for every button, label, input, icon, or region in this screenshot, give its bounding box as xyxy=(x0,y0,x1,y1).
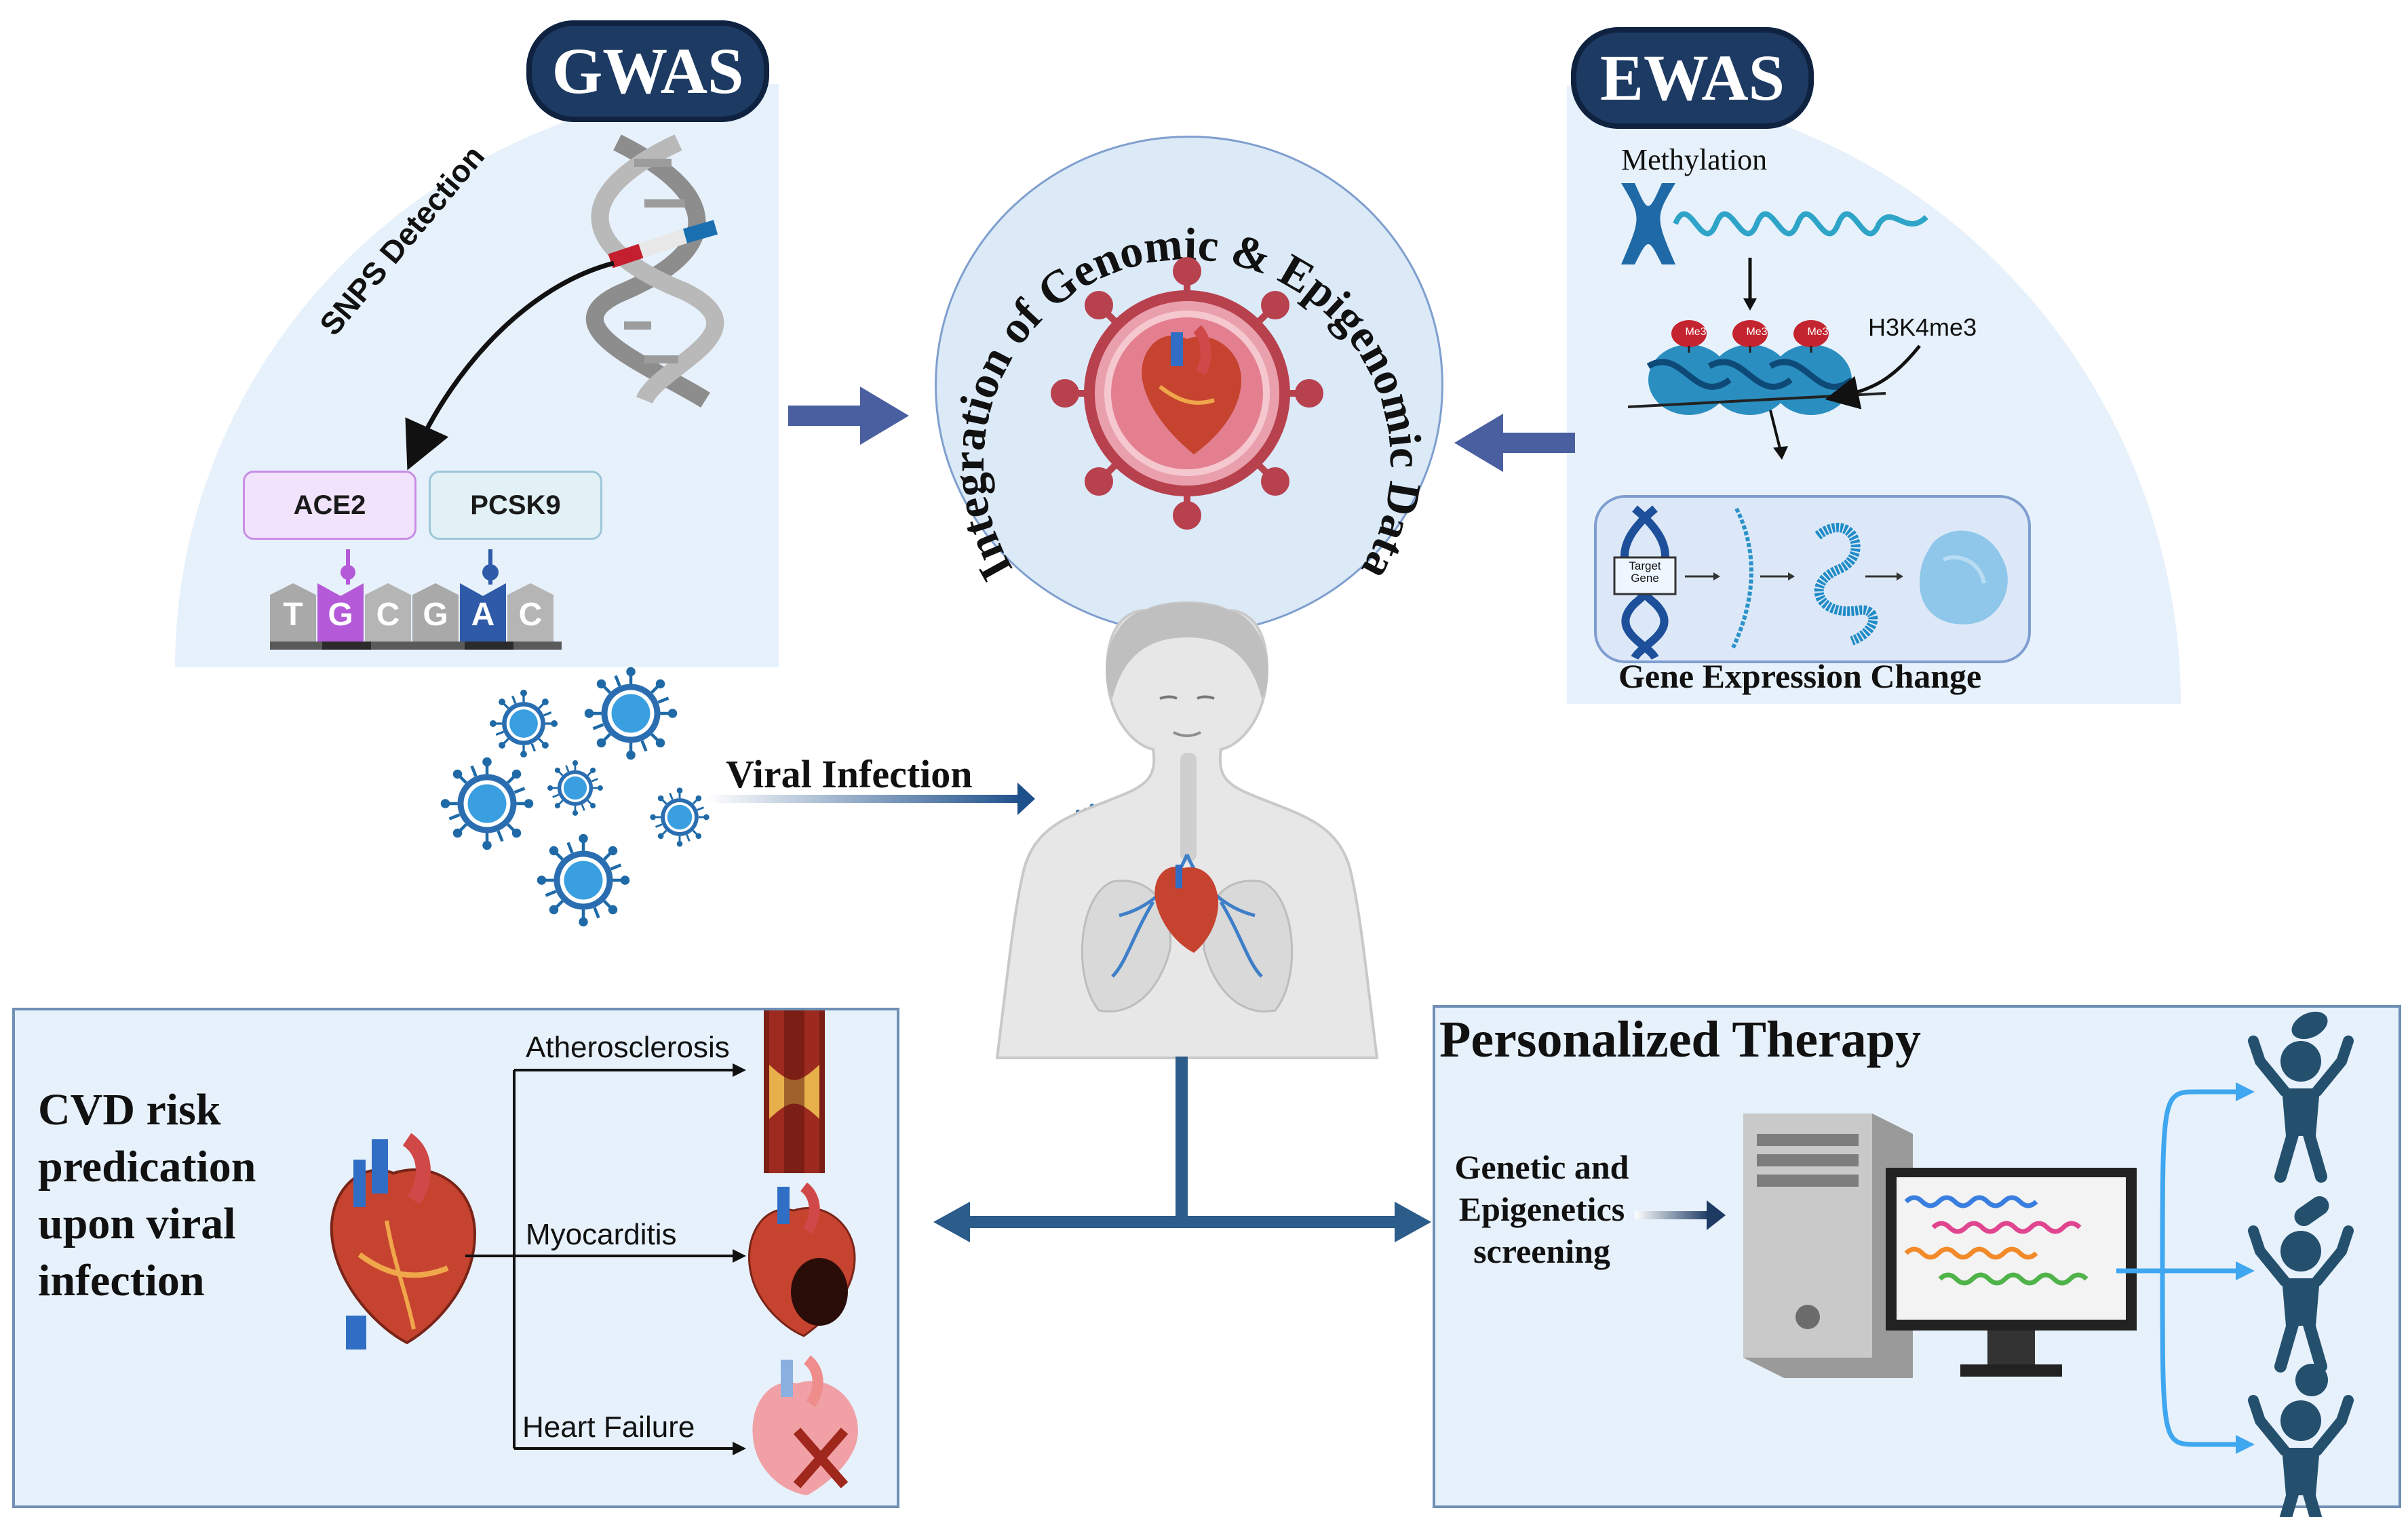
base-t: T xyxy=(270,583,316,642)
gene-expression-label: Gene Expression Change xyxy=(1618,657,1982,695)
gwas-title-pill: GWAS xyxy=(526,20,769,122)
screening-label: Genetic and Epigenetics screening xyxy=(1454,1148,1629,1270)
cvd-risk-title: CVD risk predication upon viral infectio… xyxy=(38,1085,256,1305)
base-c-2: C xyxy=(507,583,554,642)
snp-base-row: T G C G A C xyxy=(270,583,562,642)
pcsk9-gene-box: PCSK9 xyxy=(429,471,602,540)
personalized-therapy-title: Personalized Therapy xyxy=(1439,1011,1922,1068)
heart-failure-label: Heart Failure xyxy=(522,1411,695,1444)
computer-workstation-icon xyxy=(1743,1114,2137,1378)
atherosclerosis-vessel-icon xyxy=(764,1010,825,1173)
atherosclerosis-label: Atherosclerosis xyxy=(526,1031,730,1064)
gwas-title: GWAS xyxy=(551,35,744,107)
myocarditis-heart-icon xyxy=(747,1182,856,1337)
pcsk9-label: PCSK9 xyxy=(470,490,561,520)
cvd-heart-icon xyxy=(330,1132,477,1349)
base-g: G xyxy=(412,583,459,642)
dna-helix-icon xyxy=(585,134,724,408)
ewas-title: EWAS xyxy=(1599,41,1785,114)
target-gene-label: Target Gene xyxy=(1629,559,1661,585)
me3-mark-2: Me3 xyxy=(1746,326,1768,338)
base-c: C xyxy=(365,583,411,642)
capsule-icon xyxy=(2294,1196,2329,1227)
viral-infection-label: Viral Infection xyxy=(726,752,973,796)
pill-1-icon xyxy=(2291,1011,2328,1040)
snp-sequence-graphic xyxy=(270,549,562,650)
patient-1 xyxy=(2253,1041,2348,1177)
me3-mark-3: Me3 xyxy=(1807,326,1829,338)
myocarditis-label: Myocarditis xyxy=(526,1218,677,1251)
me3-mark-1: Me3 xyxy=(1685,326,1707,338)
pill-3-icon xyxy=(2295,1364,2328,1396)
ace2-gene-box: ACE2 xyxy=(243,471,416,540)
patient-2 xyxy=(2253,1231,2348,1366)
h3k4me3-label: H3K4me3 xyxy=(1868,313,1977,341)
virus-heart-icon xyxy=(1051,257,1323,530)
ace2-label: ACE2 xyxy=(293,490,366,520)
base-g-ace2: G xyxy=(317,583,364,642)
human-body-figure xyxy=(995,601,1379,1059)
patient-3 xyxy=(2253,1400,2348,1517)
methylation-label: Methylation xyxy=(1621,143,1768,176)
gene-expression-graphic xyxy=(1613,505,2008,661)
heart-failure-icon xyxy=(752,1355,858,1495)
ewas-title-pill: EWAS xyxy=(1571,27,1814,129)
